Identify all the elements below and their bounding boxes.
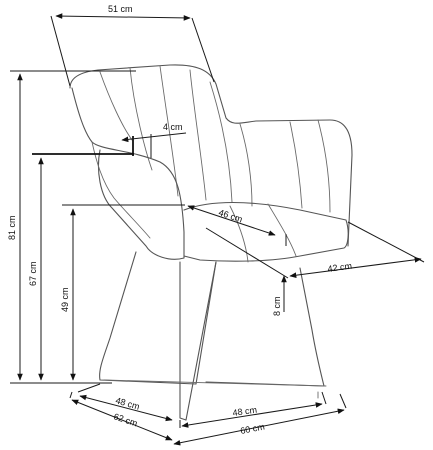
dimension-lines: 51 cm 81 cm 67 cm 49 cm 4 cm 46 cm 8 cm … [7,4,425,446]
dim-back-width-ext-left [50,15,71,87]
backrest-channel [289,121,303,209]
dim-base-width-label: 48 cm [232,405,258,418]
frame-cross [103,379,327,387]
dim-back-width-label: 51 cm [108,4,133,14]
backrest-channel [239,123,253,207]
backrest-channel [99,71,133,141]
backrest-channel [209,81,233,203]
frame-back [179,261,187,421]
dim-seat-width-ext-b [347,221,425,263]
dim-back-width-line [55,13,191,21]
frame-inner [185,261,217,421]
frame-left-front [99,251,217,385]
dim-total-depth-label: 62 cm [112,411,138,428]
left-armrest-inner [91,141,151,239]
dim-seat-height-label: 49 cm [60,287,70,312]
dim-seat-width-line [289,257,422,278]
dim-total-width-label: 60 cm [239,421,265,435]
seat-cushion [183,202,349,262]
frame-right [205,267,325,387]
dim-base-depth-label: 48 cm [114,395,140,411]
dim-base-width-ext-b [321,391,327,405]
backrest-channel [317,119,331,213]
chair-illustration [69,64,353,421]
dim-total-depth-line [71,399,173,441]
backrest-channel [129,67,153,171]
dim-total-width-ext [339,393,347,409]
dim-total-height-label: 81 cm [7,215,17,240]
backrest-channel [189,69,207,201]
dim-arm-thick-line [121,132,187,143]
dim-total-width-line [173,408,345,446]
dim-seat-depth-line [187,205,276,236]
dim-total-depth-ext [69,391,73,399]
dim-seat-width-ext-a [205,227,289,279]
seat-seam [267,203,297,257]
dim-back-width-ext-right [191,17,215,83]
dim-arm-height-label: 67 cm [28,261,38,286]
dim-base-depth-ext [77,383,101,393]
dim-seat-width-label: 42 cm [327,261,353,274]
backrest-outline [69,64,353,247]
dim-seat-thick-label: 8 cm [272,296,282,316]
dim-seat-depth-label: 46 cm [217,207,243,224]
dim-arm-thick-label: 4 cm [163,122,183,132]
